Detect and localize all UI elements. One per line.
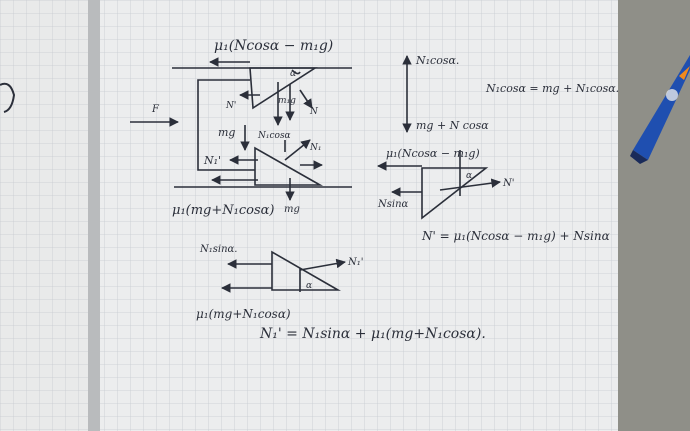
mid-mg-label: mg: [218, 126, 235, 139]
right-down-label: mg + N cosα: [416, 119, 489, 132]
mid-n1prime-label: N₁': [203, 154, 221, 167]
right-equation-2: N' = μ₁(Ncosα − m₁g) + Nsinα: [421, 229, 610, 243]
main-force-diagram: [130, 57, 352, 201]
lower-n1-label: N₁': [347, 257, 364, 268]
lower-alpha-label: α: [306, 281, 312, 291]
right-up-label: N₁cosα.: [415, 54, 459, 67]
right-page: [100, 0, 618, 431]
force-f-label: F: [151, 104, 160, 115]
right-equation-1: N₁cosα = mg + N₁cosα.: [485, 82, 619, 95]
top-friction-label: μ₁(Ncosα − m₁g): [214, 38, 333, 54]
mid-n1-label: N₁: [309, 143, 321, 153]
left-page: [0, 0, 95, 431]
right-block-nsin-label: Nsinα: [377, 199, 409, 210]
right-block-n-label: N': [502, 178, 515, 189]
right-block-friction-label: μ₁(Ncosα − m₁g): [386, 147, 480, 160]
lower-equation: N₁' = N₁sinα + μ₁(mg+N₁cosα).: [259, 326, 486, 342]
lower-friction-label: μ₁(mg+N₁cosα): [196, 307, 291, 321]
top-n-label: N: [309, 107, 319, 117]
lower-nsin-label: N₁sinα.: [199, 244, 237, 255]
main-diagram-labels: μ₁(Ncosα − m₁g) N' α N m₁g F mg N₁cosα N…: [151, 38, 333, 218]
right-block-diagram: [377, 150, 501, 220]
bottom-mg-label: mg: [284, 204, 300, 215]
mid-n1cos-label: N₁cosα: [257, 131, 291, 141]
notebook-binding: [88, 0, 102, 431]
left-page-scribble: [0, 82, 16, 113]
top-mg-label: m₁g: [278, 96, 296, 106]
pen: [630, 55, 690, 164]
top-alpha-label: α: [290, 69, 296, 79]
top-force-x-label: N': [225, 101, 236, 111]
lower-block-diagram: [221, 250, 346, 293]
right-block-alpha-label: α: [466, 171, 472, 181]
bottom-friction-label: μ₁(mg+N₁cosα): [172, 203, 275, 218]
